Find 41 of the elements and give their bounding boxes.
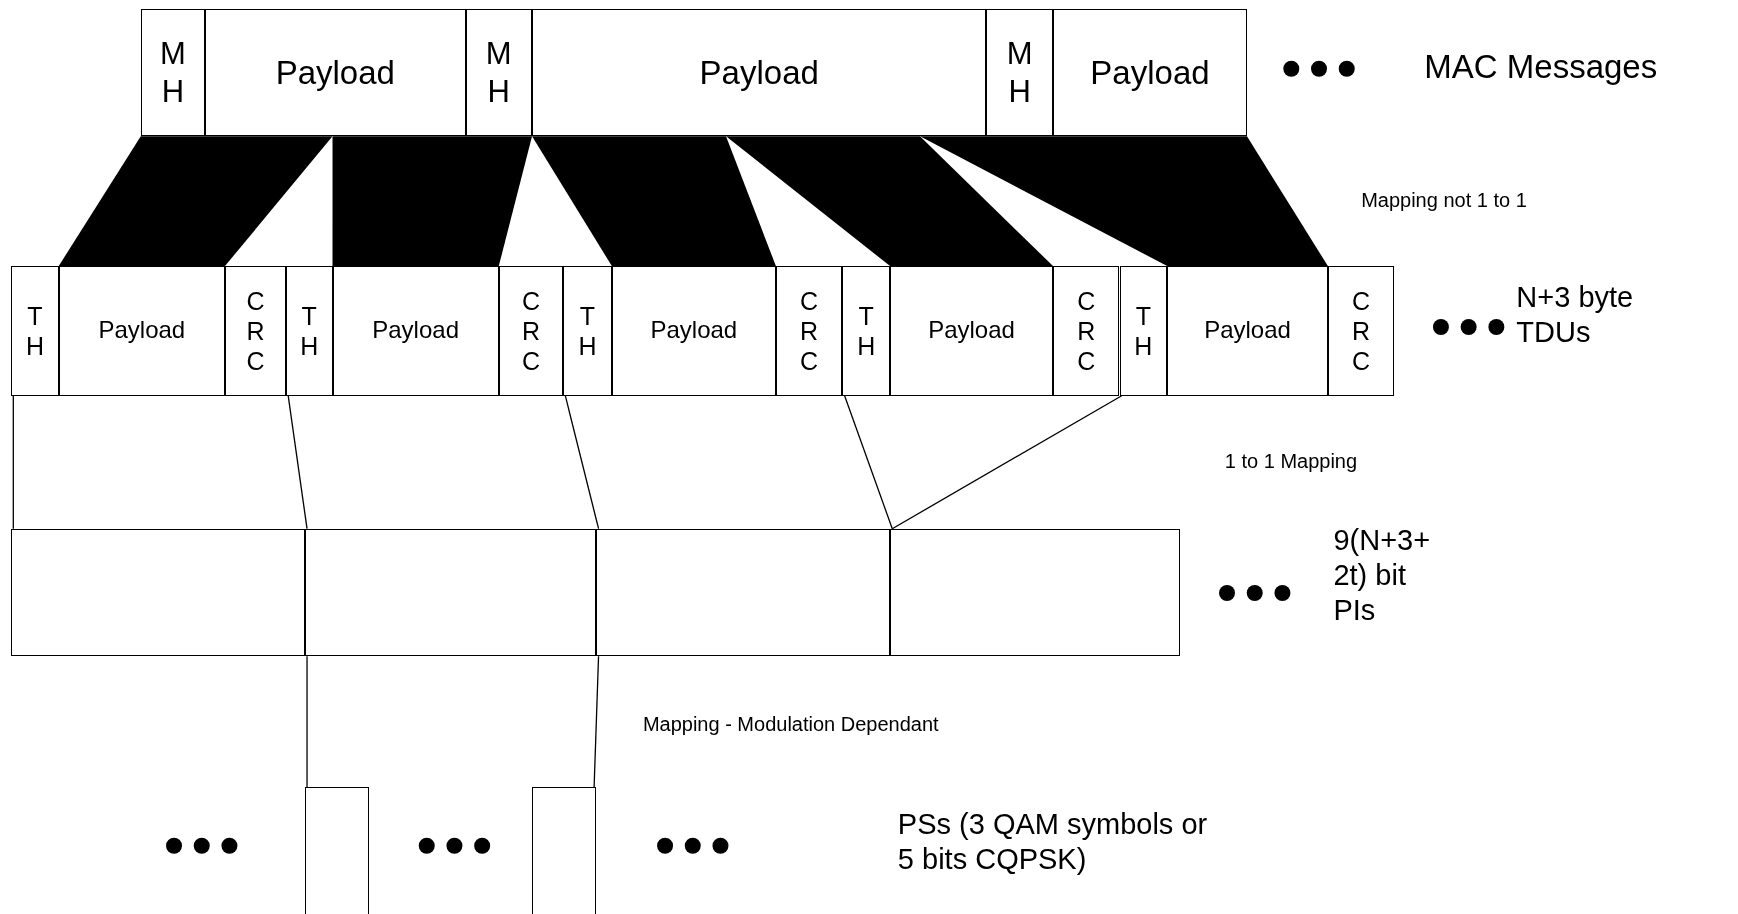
tdu-field: T H xyxy=(563,266,612,396)
group-label: MAC Messages xyxy=(1424,46,1659,87)
mapping-note: 1 to 1 Mapping xyxy=(1224,448,1359,473)
ps-block xyxy=(532,786,597,914)
pi-block xyxy=(890,528,1181,657)
tdu-field: T H xyxy=(842,266,891,396)
mapping-line xyxy=(12,395,14,530)
pi-block xyxy=(304,528,597,657)
mapping-line xyxy=(564,395,600,530)
ps-block xyxy=(304,786,370,914)
pi-block xyxy=(596,528,891,657)
group-label: N+3 byte TDUs xyxy=(1516,280,1635,350)
tdu-field: Payload xyxy=(58,266,225,396)
tdu-field: C R C xyxy=(225,266,286,396)
mapping-line xyxy=(287,395,308,530)
mapping-note: Mapping not 1 to 1 xyxy=(1361,188,1528,213)
mapping-line xyxy=(593,655,600,788)
mapping-note: Mapping - Modulation Dependant xyxy=(642,711,940,736)
tdu-field: T H xyxy=(1119,266,1168,396)
mac-message-field: Payload xyxy=(205,8,466,137)
pi-block xyxy=(11,528,305,657)
tdu-field: T H xyxy=(11,266,59,396)
mac-message-field: M H xyxy=(465,8,533,137)
mac-message-field: Payload xyxy=(532,8,987,137)
mapping-line xyxy=(843,395,893,530)
tdu-field: T H xyxy=(285,266,333,396)
tdu-field: Payload xyxy=(332,266,499,396)
mac-message-field: M H xyxy=(140,8,206,137)
group-label: PSs (3 QAM symbols or 5 bits CQPSK) xyxy=(897,806,1209,877)
mac-message-field: M H xyxy=(986,8,1053,137)
mac-message-field: Payload xyxy=(1053,8,1247,137)
tdu-field: C R C xyxy=(1053,266,1120,396)
tdu-field: Payload xyxy=(890,266,1053,396)
tdu-field: C R C xyxy=(775,266,843,396)
mapping-line xyxy=(306,655,308,788)
tdu-field: Payload xyxy=(611,266,776,396)
tdu-field: Payload xyxy=(1167,266,1328,396)
group-label: 9(N+3+ 2t) bit PIs xyxy=(1333,523,1432,628)
tdu-field: C R C xyxy=(1327,266,1395,396)
tdu-field: C R C xyxy=(498,266,564,396)
mapping-line xyxy=(891,395,1123,530)
